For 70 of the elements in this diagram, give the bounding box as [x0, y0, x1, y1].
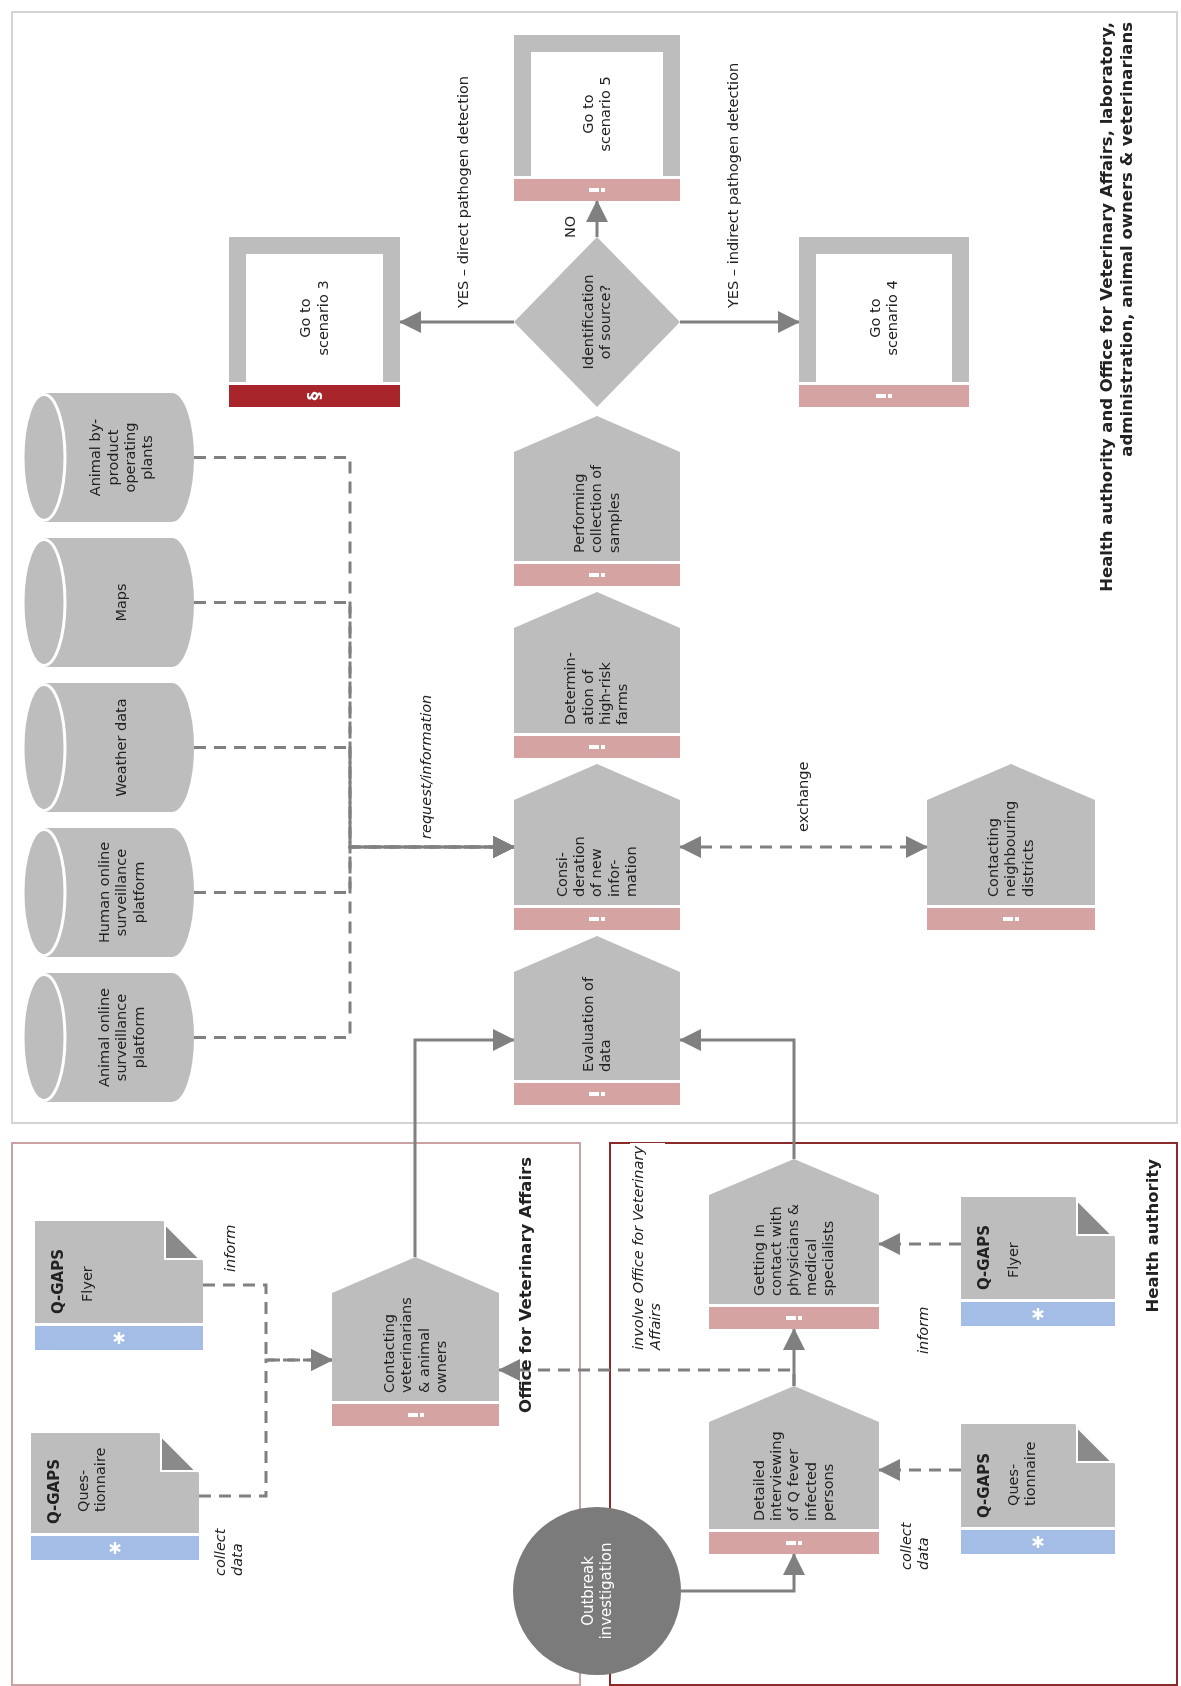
section-mark: §	[303, 390, 324, 403]
database-cylinder	[22, 393, 194, 522]
arrow	[586, 200, 608, 237]
swimlane-panel	[11, 1142, 581, 1686]
arrow	[680, 311, 800, 333]
step-label: Getting In contact with physicians & medical specialists	[749, 1202, 838, 1296]
database-label: Human online surveillance platform	[94, 840, 148, 946]
process-step	[514, 764, 680, 930]
dashed-arrow	[498, 1359, 796, 1386]
process-step	[709, 1159, 879, 1329]
process-step	[514, 592, 680, 758]
process-step	[927, 764, 1095, 930]
start-label: Outbreak investigation	[578, 1541, 616, 1642]
decision-diamond	[514, 237, 680, 407]
document-label: Ques- tionnaire	[75, 1446, 110, 1512]
dashed-arrow	[203, 1283, 333, 1371]
scenario-box	[229, 237, 400, 407]
arrow	[413, 1029, 515, 1257]
document-title: Q-GAPS	[975, 1453, 993, 1518]
step-label: Evaluation of data	[578, 975, 614, 1072]
arrow	[681, 1553, 805, 1593]
step-label: Determin- ation of high-risk farms	[561, 651, 632, 725]
dashed-arrow	[878, 1233, 961, 1255]
panel-title: Office for Veterinary Affairs	[516, 1157, 536, 1415]
step-label: Contacting veterinarians & animal owners	[379, 1296, 450, 1393]
scenario-label: Go to scenario 4	[865, 279, 901, 358]
dashed-arrow	[194, 456, 515, 858]
database-cylinder	[22, 538, 194, 667]
document-shape	[35, 1221, 203, 1350]
database-cylinder	[22, 828, 194, 957]
document-shape	[961, 1197, 1115, 1326]
decision-label: Identification of source?	[578, 273, 614, 372]
step-label: Contacting neighbouring districts	[983, 801, 1037, 897]
arrow	[399, 311, 514, 333]
dashed-arrow	[679, 836, 928, 858]
edge-label: YES – direct pathogen detection	[455, 74, 473, 310]
process-step	[514, 936, 680, 1105]
scenario-label: Go to scenario 5	[578, 75, 614, 154]
panel-title: Health authority	[1143, 1159, 1163, 1315]
document-label: Flyer	[79, 1265, 96, 1302]
edge-label: involve Office for Veterinary Affairs	[630, 1143, 665, 1352]
database-cylinder	[22, 683, 194, 812]
document-label: Flyer	[1005, 1241, 1022, 1278]
process-step	[709, 1386, 879, 1554]
step-label: Performing collection of samples	[569, 463, 623, 553]
dashed-arrow	[878, 1459, 961, 1481]
document-shape	[31, 1433, 199, 1560]
database-label: Animal by-product operating plants	[86, 417, 157, 499]
process-step	[514, 416, 680, 586]
scenario-box	[514, 35, 680, 201]
edge-label: exchange	[795, 759, 813, 834]
document-label: Ques- tionnaire	[1005, 1440, 1040, 1506]
database-cylinder	[22, 973, 194, 1102]
step-label: Detailed interviewing of Q fever infected persons	[749, 1430, 838, 1521]
edge-label: request/information	[418, 692, 436, 841]
panel-title: Health authority and Office for Veterinary Affairs, laboratory, administration, animal owners & veterinarians	[1097, 22, 1137, 594]
step-label: Consi- deration of new infor- mation	[552, 835, 641, 897]
process-step	[332, 1257, 499, 1426]
document-title: Q-GAPS	[49, 1249, 67, 1314]
start-circle	[513, 1507, 681, 1675]
document-title: Q-GAPS	[45, 1459, 63, 1524]
arrow	[679, 1029, 796, 1159]
swimlane-panel	[11, 11, 1178, 1124]
scenario-label: Go to scenario 3	[296, 279, 332, 358]
document-title: Q-GAPS	[975, 1225, 993, 1290]
database-label: Weather data	[112, 697, 131, 799]
scenario-box	[799, 237, 969, 407]
document-shape	[961, 1424, 1115, 1554]
database-label: Maps	[112, 582, 131, 624]
database-label: Animal online surveillance platform	[94, 987, 148, 1089]
